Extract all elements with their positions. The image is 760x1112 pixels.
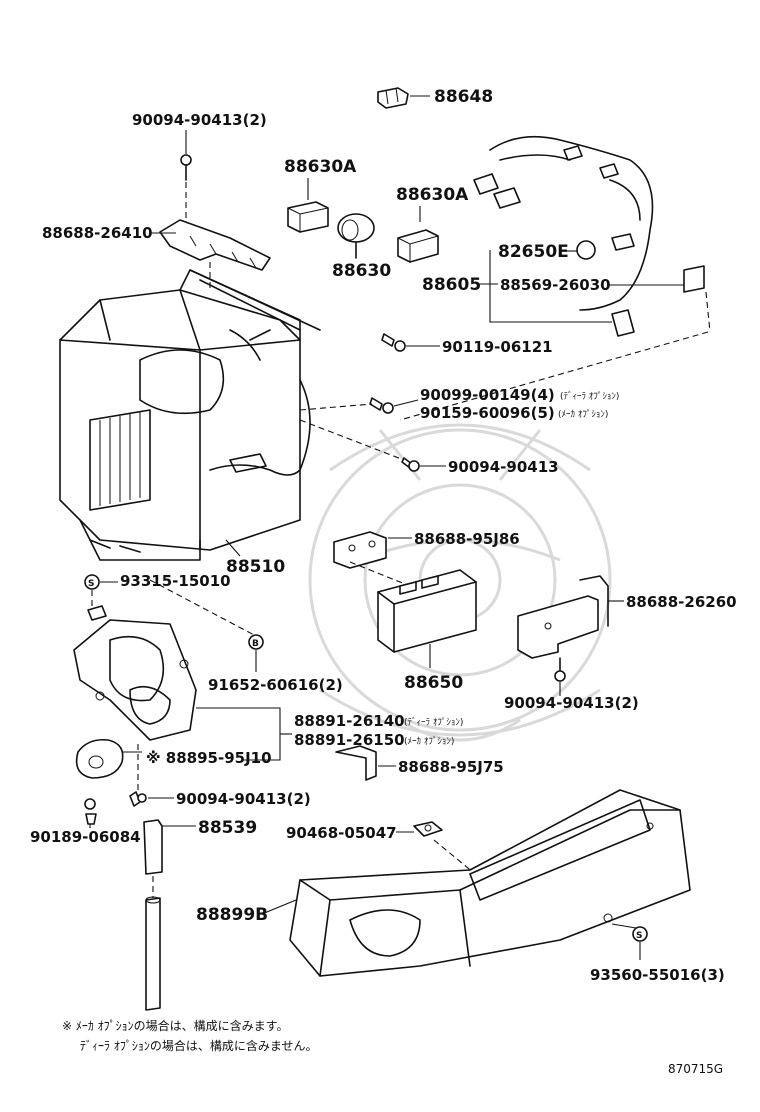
label-88539: 88539: [198, 818, 257, 838]
connector-88648: [377, 87, 409, 109]
screw-icon: [554, 657, 566, 682]
label-88688-95J75: 88688-95J75: [398, 758, 504, 776]
badge-s-label: S: [636, 931, 642, 941]
lower-duct-88899B: [289, 789, 691, 977]
label-90094-90413-low: 90094-90413(2): [176, 790, 311, 808]
ac-unit-88510: [59, 269, 321, 561]
label-93560-55016: 93560-55016(3): [590, 966, 725, 984]
bracket-88688-95J86: [333, 531, 387, 569]
note-maker-option-1: (ﾒｰｶ ｵﾌﾟｼｮﾝ): [558, 409, 608, 420]
label-90468-05047: 90468-05047: [286, 824, 397, 842]
label-88895-95J10: ※ 88895-95J10: [146, 749, 272, 767]
note-maker-option-2: (ﾒｰｶ ｵﾌﾟｼｮﾝ): [404, 736, 454, 747]
badge-s-icon: S: [632, 926, 648, 942]
label-88605: 88605: [422, 275, 481, 295]
clip-icon: [84, 798, 97, 825]
screw-icon: [129, 791, 147, 807]
label-90119-06121: 90119-06121: [442, 338, 553, 356]
bracket-88688-95J75: [335, 745, 377, 781]
relay-88630A-right: [397, 229, 439, 263]
label-82650E: 82650E: [498, 242, 569, 262]
label-88510: 88510: [226, 557, 285, 577]
label-90189-06084: 90189-06084: [30, 828, 141, 846]
label-90099-00149: 90099-00149(4): [420, 386, 555, 404]
bracket-88688-26410: [159, 219, 271, 271]
screw-icon: [381, 333, 406, 352]
grommet-88895: [75, 738, 124, 779]
note-dealer-option-2: (ﾃﾞｨｰﾗ ｵﾌﾟｼｮﾝ): [404, 717, 463, 728]
footnote-line-1: ※ ﾒｰｶ ｵﾌﾟｼｮﾝの場合は、構成に含みます。: [62, 1018, 289, 1033]
label-90094-90413-right: 90094-90413(2): [504, 694, 639, 712]
badge-b-label: B: [252, 639, 259, 649]
label-88650: 88650: [404, 673, 463, 693]
label-88891-26140: 88891-26140: [294, 712, 405, 730]
badge-s-label: S: [88, 579, 94, 589]
label-90094-90413-top: 90094-90413(2): [132, 111, 267, 129]
clamp-icon: [413, 821, 443, 837]
screw-icon: [401, 457, 420, 472]
label-91652-60616: 91652-60616(2): [208, 676, 343, 694]
hose-88539: [143, 819, 163, 1011]
label-88630A-right: 88630A: [396, 185, 469, 205]
badge-b-icon: B: [248, 634, 264, 650]
label-88688-26260: 88688-26260: [626, 593, 737, 611]
duct-plate-88891: [73, 605, 197, 741]
badge-s-icon: S: [84, 574, 100, 590]
label-88648: 88648: [434, 87, 493, 107]
label-88569-26030: 88569-26030: [500, 276, 611, 294]
label-88688-95J86: 88688-95J86: [414, 530, 520, 548]
screw-icon: [369, 397, 394, 414]
bracket-88688-26260: [517, 575, 609, 659]
relay-88630A-left: [287, 201, 329, 233]
note-dealer-option-1: (ﾃﾞｨｰﾗ ｵﾌﾟｼｮﾝ): [560, 391, 619, 402]
label-88630: 88630: [332, 261, 391, 281]
footnote-line-2: ﾃﾞｨｰﾗ ｵﾌﾟｼｮﾝの場合は、構成に含みません。: [80, 1038, 317, 1053]
relay-88630: [337, 213, 375, 259]
wire-harness-88605: [473, 135, 711, 337]
screw-icon: [180, 154, 192, 181]
label-88891-26150: 88891-26150: [294, 731, 405, 749]
control-unit-88650: [377, 569, 477, 653]
label-90159-60096: 90159-60096(5): [420, 404, 555, 422]
label-88899B: 88899B: [196, 905, 268, 925]
diagram-code: 870715G: [668, 1062, 723, 1076]
label-90094-90413-mid: 90094-90413: [448, 458, 559, 476]
label-93315-15010: 93315-15010: [120, 572, 231, 590]
label-88630A-left: 88630A: [284, 157, 357, 177]
label-88688-26410: 88688-26410: [42, 224, 153, 242]
